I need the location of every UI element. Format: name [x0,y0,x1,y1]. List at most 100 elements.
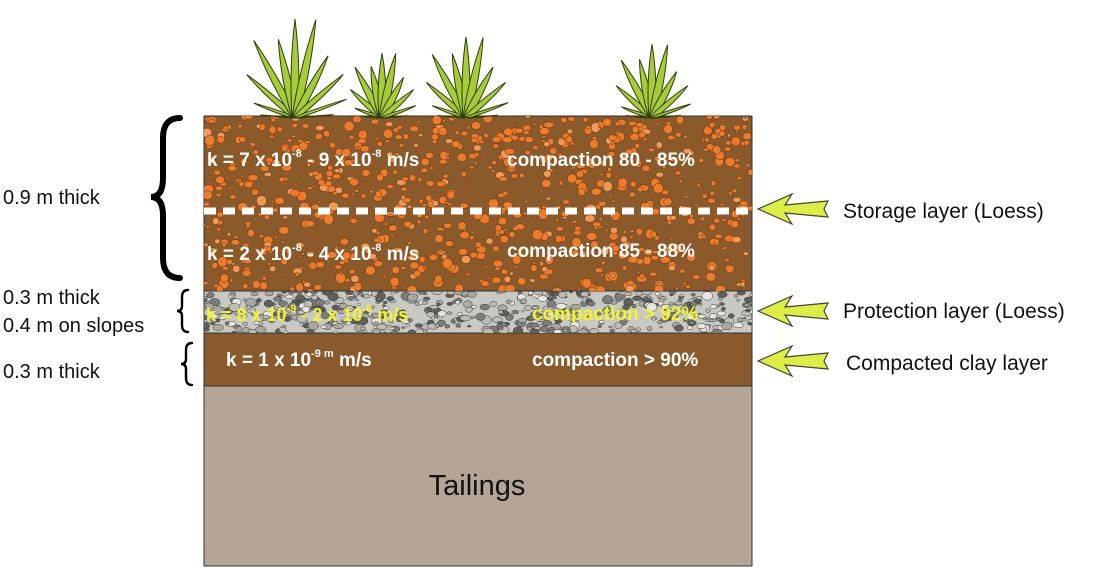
gravel-particle [618,308,624,312]
gravel-particle [468,216,473,220]
gravel-particle [221,242,227,248]
gravel-particle [229,194,237,200]
gravel-particle [531,305,539,310]
gravel-particle [669,158,675,162]
gravel-particle [746,205,752,212]
gravel-particle [442,119,446,123]
gravel-particle [498,217,507,226]
gravel-particle [522,211,528,216]
gravel-particle [724,146,731,152]
gravel-particle [538,261,545,267]
gravel-particle [474,161,478,165]
gravel-particle [387,155,398,164]
clay-thickness-label: 0.3 m thick [3,361,100,383]
gravel-particle [243,116,254,120]
gravel-particle [628,120,637,127]
gravel-particle [527,326,533,331]
gravel-particle [517,205,520,208]
gravel-particle [541,179,552,188]
gravel-particle [230,239,241,246]
gravel-particle [310,203,320,211]
gravel-particle [601,260,606,265]
gravel-particle [328,128,333,132]
gravel-particle [204,302,214,310]
plant-icon [426,36,509,119]
gravel-particle [734,294,739,298]
gravel-particle [294,148,298,152]
gravel-particle [306,169,310,173]
gravel-particle [360,294,365,297]
gravel-particle [648,147,655,153]
gravel-particle [649,271,657,277]
gravel-particle [241,269,252,277]
gravel-particle [204,201,210,207]
gravel-particle [304,140,311,145]
gravel-particle [514,127,524,134]
gravel-particle [686,156,694,163]
gravel-particle [373,260,383,268]
gravel-particle [728,313,735,319]
gravel-particle [401,326,406,329]
gravel-particle [437,319,447,326]
gravel-particle [266,160,272,166]
gravel-particle [301,305,310,313]
gravel-particle [675,116,685,125]
gravel-particle [557,138,566,146]
gravel-particle [532,145,539,151]
gravel-particle [747,119,751,123]
gravel-particle [577,288,581,291]
gravel-particle [485,237,494,245]
clay-permeability: k = 1 x 10-9 m m/s [226,348,372,371]
gravel-particle [733,124,741,131]
gravel-particle [701,193,708,199]
gravel-particle [269,265,277,272]
gravel-particle [303,291,309,294]
gravel-particle [522,124,531,132]
gravel-particle [565,135,573,144]
gravel-particle [532,229,543,241]
gravel-particle [238,136,246,143]
gravel-particle [685,284,691,289]
gravel-particle [673,166,677,170]
gravel-particle [280,257,288,266]
gravel-particle [417,177,422,183]
gravel-particle [270,234,274,237]
gravel-particle [400,266,406,270]
gravel-particle [570,303,581,310]
gravel-particle [460,130,469,137]
gravel-particle [406,204,413,209]
gravel-particle [251,188,259,196]
gravel-particle [677,308,688,315]
gravel-particle [240,158,248,165]
gravel-particle [441,257,453,269]
gravel-particle [525,116,531,119]
gravel-particle [724,258,730,262]
gravel-particle [551,287,563,291]
gravel-particle [425,180,435,187]
gravel-particle [716,317,722,322]
gravel-particle [541,139,546,143]
gravel-particle [693,314,698,317]
gravel-particle [331,304,340,311]
gravel-particle [214,319,221,323]
gravel-particle [420,157,430,166]
gravel-particle [263,214,271,221]
gravel-particle [731,236,742,244]
compacted-clay-layer [203,332,753,387]
gravel-particle [721,322,733,331]
gravel-particle [253,320,260,326]
gravel-particle [678,179,683,184]
gravel-particle [626,279,635,286]
gravel-particle [614,280,618,284]
gravel-particle [734,158,740,163]
gravel-particle [485,265,489,268]
gravel-particle [629,235,634,239]
gravel-particle [614,130,620,134]
gravel-particle [554,269,557,272]
gravel-particle [469,251,478,259]
gravel-particle [585,125,592,130]
gravel-particle [668,304,679,310]
gravel-particle [624,292,633,296]
gravel-particle [532,261,537,265]
gravel-particle [256,298,262,303]
